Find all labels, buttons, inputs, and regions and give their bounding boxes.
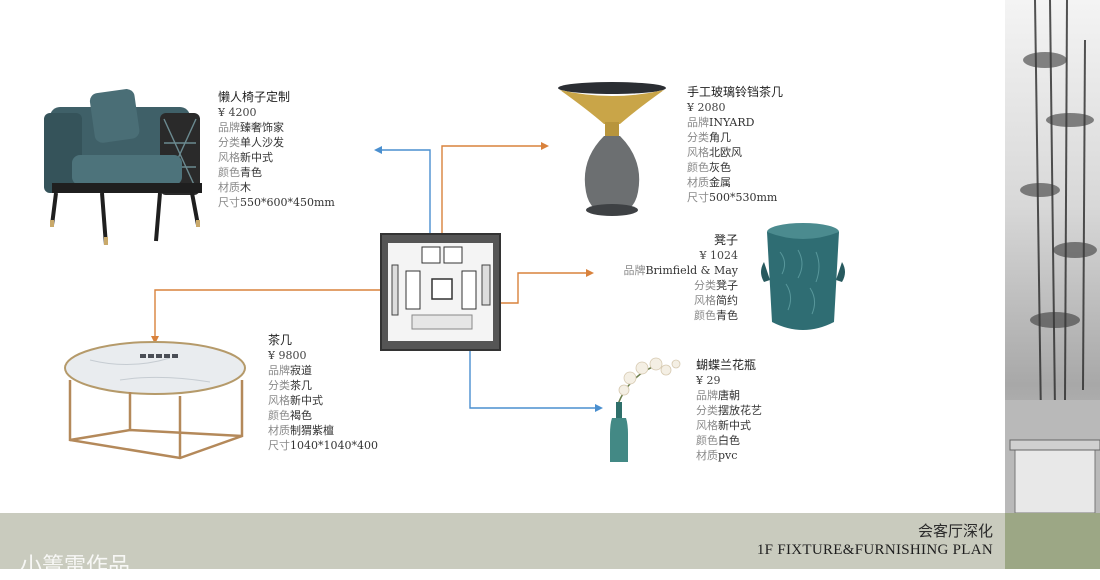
side-table-style-key: 风格 [687,146,709,159]
coffee-table-size: 1040*1040*400 [290,439,378,452]
stool-price: ¥ 1024 [699,249,739,262]
side-table-brand: INYARD [709,116,755,129]
coffee-table-size-key: 尺寸 [268,439,290,452]
stool-spec: 凳子 ¥ 1024 品牌Brimfield & May 分类凳子 风格简约 颜色… [623,233,738,323]
armchair-material-key: 材质 [218,181,240,194]
vase-style-key: 风格 [696,419,718,432]
armchair-color-key: 颜色 [218,166,240,179]
marble-coffee-table-illustration [64,341,246,460]
coffee-table-category: 茶几 [290,379,312,392]
stool-brand-key: 品牌 [623,264,646,277]
stool-color-key: 颜色 [694,309,716,322]
side-table-material-key: 材质 [687,176,709,189]
vase-color: 白色 [718,434,740,447]
watermark-text: 小箐雷作品 [20,554,131,579]
vase-brand-key: 品牌 [696,389,718,402]
armchair-illustration [44,89,202,246]
side-table-color-key: 颜色 [687,161,709,174]
coffee-table-style: 新中式 [290,394,323,407]
coffee-table-material-key: 材质 [268,424,290,437]
vase-price: ¥ 29 [696,374,721,387]
coffee-table-brand-key: 品牌 [268,364,290,377]
bamboo-photo-illustration [1005,0,1100,514]
armchair-spec: 懒人椅子定制 ¥ 4200 品牌臻奢饰家 分类单人沙发 风格新中式 颜色青色 材… [218,90,335,210]
armchair-size-key: 尺寸 [218,196,240,209]
side-table-category: 角几 [709,131,731,144]
floor-plan [380,233,501,351]
armchair-brand-key: 品牌 [218,121,240,134]
side-table-material: 金属 [709,176,731,189]
footer-band [0,513,1005,569]
armchair-name: 懒人椅子定制 [218,90,291,104]
coffee-table-style-key: 风格 [268,394,290,407]
side-table-size-key: 尺寸 [687,191,709,204]
stool-category-key: 分类 [694,279,716,292]
vase-name: 蝴蝶兰花瓶 [696,358,757,372]
footer-title-cn: 会客厅深化 [917,522,993,540]
stool-brand: Brimfield & May [645,264,738,277]
armchair-style: 新中式 [240,151,273,164]
side-table-style: 北欧风 [709,146,742,159]
courtyard-photo [1005,0,1100,514]
floor-plan-drawing [382,235,499,349]
armchair-material: 木 [240,181,251,194]
coffee-table-color-key: 颜色 [268,409,290,422]
side-table-color: 灰色 [709,161,731,174]
armchair-style-key: 风格 [218,151,240,164]
bell-side-table-illustration [558,82,666,216]
vase-material: pvc [718,449,738,462]
stool-name: 凳子 [713,233,738,247]
leader-coffee-table [154,289,435,338]
stool-color: 青色 [716,309,738,322]
vase-material-key: 材质 [696,449,718,462]
ceramic-stool-illustration [761,223,845,330]
coffee-table-color: 褐色 [290,409,312,422]
vase-spec: 蝴蝶兰花瓶 ¥ 29 品牌唐朝 分类摆放花艺 风格新中式 颜色白色 材质pvc [696,358,762,463]
armchair-price: ¥ 4200 [218,106,257,119]
stool-image [758,222,848,340]
footer-title-en: 1F FIXTURE&FURNISHING PLAN [756,542,993,558]
leader-side-table [441,145,543,255]
side-table-category-key: 分类 [687,131,709,144]
vase-style: 新中式 [718,419,751,432]
armchair-brand: 臻奢饰家 [240,121,284,134]
vase-brand: 唐朝 [718,389,740,402]
armchair-size: 550*600*450mm [240,196,335,209]
armchair-color: 青色 [240,166,262,179]
armchair-image [42,85,212,246]
coffee-table-brand: 寂道 [290,364,312,377]
coffee-table-spec: 茶几 ¥ 9800 品牌寂道 分类茶几 风格新中式 颜色褐色 材质制猬紫檀 尺寸… [268,333,378,453]
coffee-table-category-key: 分类 [268,379,290,392]
side-table-image [556,80,668,220]
coffee-table-material: 制猬紫檀 [290,424,334,437]
side-table-size: 500*530mm [709,191,778,204]
footer-accent-block [1005,513,1100,569]
orchid-vase-illustration [610,357,681,462]
vase-category: 摆放花艺 [718,404,762,417]
coffee-table-price: ¥ 9800 [268,349,307,362]
stool-style: 简约 [716,294,738,307]
vase-image [600,354,690,466]
side-table-brand-key: 品牌 [687,116,709,129]
leader-armchair [380,149,431,258]
armchair-category-key: 分类 [218,136,240,149]
vase-category-key: 分类 [696,404,718,417]
coffee-table-image [60,340,250,462]
armchair-category: 单人沙发 [240,136,284,149]
vase-color-key: 颜色 [696,434,718,447]
side-table-spec: 手工玻璃铃铛茶几 ¥ 2080 品牌INYARD 分类角几 风格北欧风 颜色灰色… [687,85,783,205]
stool-style-key: 风格 [694,294,716,307]
side-table-name: 手工玻璃铃铛茶几 [687,85,784,99]
coffee-table-name: 茶几 [268,333,293,347]
side-table-price: ¥ 2080 [687,101,726,114]
stool-category: 凳子 [716,279,738,292]
